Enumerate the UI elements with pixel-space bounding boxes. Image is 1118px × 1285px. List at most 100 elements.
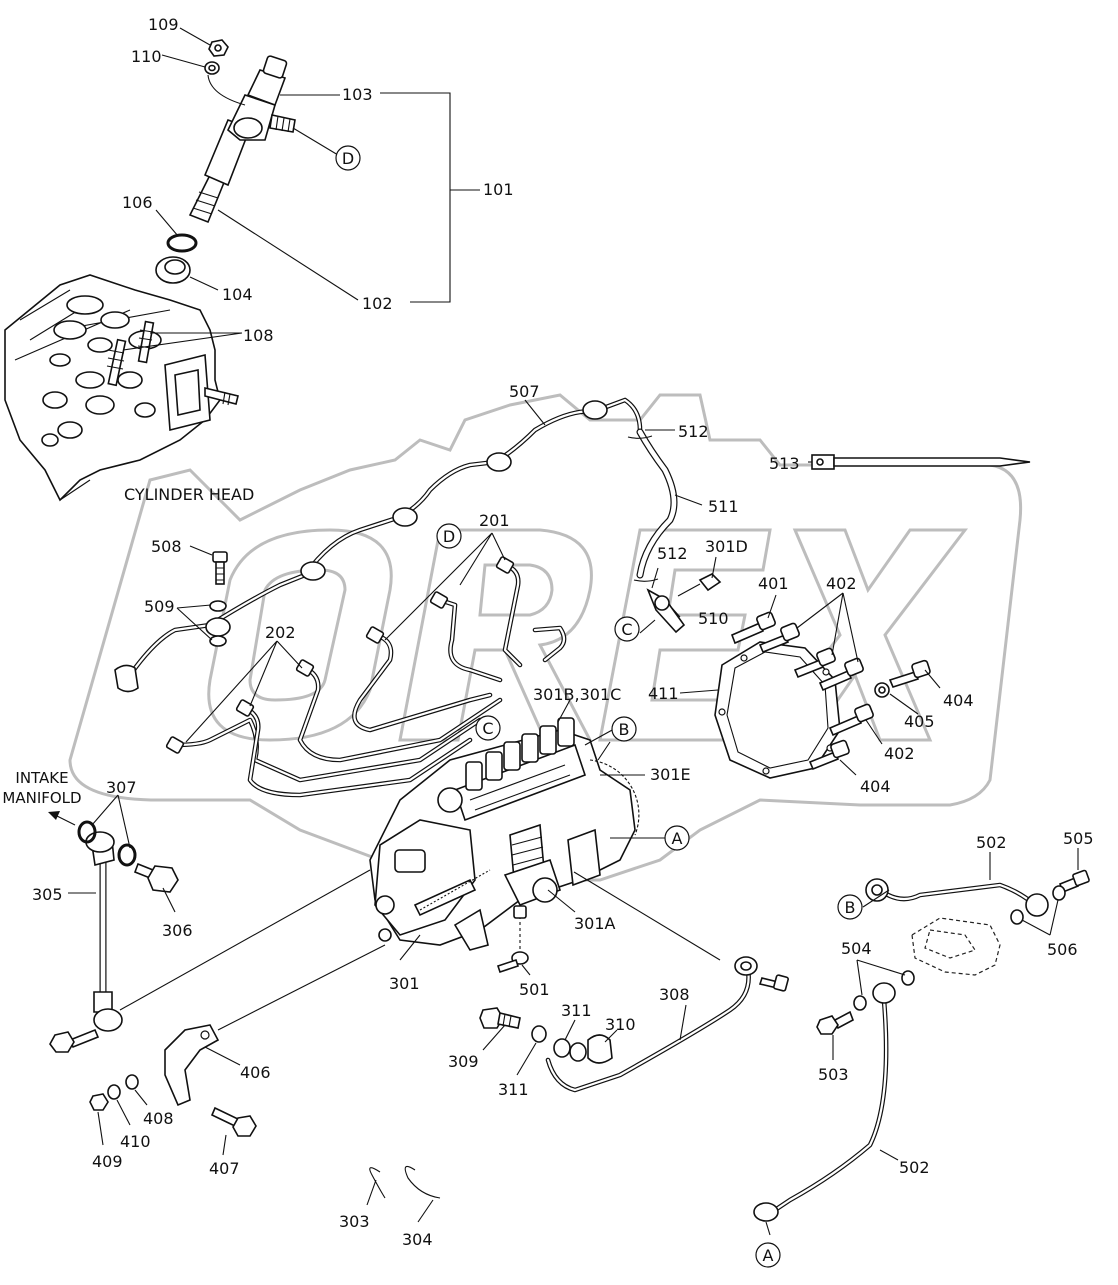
label-507: 507 bbox=[509, 382, 540, 401]
label-102: 102 bbox=[362, 294, 393, 313]
svg-text:D: D bbox=[342, 149, 354, 168]
label-511: 511 bbox=[708, 497, 739, 516]
clamp-512-b bbox=[633, 578, 659, 582]
callout-A-pump: A bbox=[664, 825, 690, 851]
svg-text:C: C bbox=[621, 620, 632, 639]
injection-pipes-202 bbox=[165, 659, 503, 798]
bolt-301D bbox=[677, 573, 722, 597]
injector-assembly bbox=[188, 55, 296, 224]
label-411: 411 bbox=[648, 684, 679, 703]
label-106: 106 bbox=[122, 193, 153, 212]
intake-manifold-label-line2: MANIFOLD bbox=[2, 789, 81, 807]
watermark bbox=[68, 393, 1023, 902]
label-311-lower: 311 bbox=[498, 1080, 529, 1099]
label-304: 304 bbox=[402, 1230, 433, 1249]
label-402-top: 402 bbox=[826, 574, 857, 593]
label-301B-301C: 301B,301C bbox=[533, 685, 621, 704]
svg-text:A: A bbox=[763, 1246, 774, 1265]
svg-text:B: B bbox=[845, 898, 856, 917]
callout-C-pump: C bbox=[475, 715, 501, 741]
label-513: 513 bbox=[769, 454, 800, 473]
bolts-404 bbox=[808, 659, 931, 771]
label-408: 408 bbox=[143, 1109, 174, 1128]
svg-text:C: C bbox=[482, 719, 493, 738]
delivery-valves-301B-301C bbox=[465, 717, 575, 791]
clip-304 bbox=[404, 1165, 441, 1199]
washers-506 bbox=[1010, 885, 1066, 925]
label-503: 503 bbox=[818, 1065, 849, 1084]
label-406: 406 bbox=[240, 1063, 271, 1082]
bolt-305-lower bbox=[49, 1028, 100, 1053]
bolt-407 bbox=[210, 1106, 257, 1137]
injection-pipes-201 bbox=[352, 556, 567, 733]
cylinder-head bbox=[4, 274, 239, 502]
intake-arrow bbox=[48, 811, 76, 826]
label-402-lower: 402 bbox=[884, 744, 915, 763]
clip-303 bbox=[369, 1167, 386, 1199]
washer-110 bbox=[204, 61, 220, 75]
label-404-lower: 404 bbox=[860, 777, 891, 796]
callout-B-oil-pipe: B bbox=[837, 894, 863, 920]
label-409: 409 bbox=[92, 1152, 123, 1171]
bolt-309 bbox=[479, 1007, 521, 1029]
leader-lines bbox=[68, 27, 1079, 1236]
label-110: 110 bbox=[131, 47, 162, 66]
label-306: 306 bbox=[162, 921, 193, 940]
washer-410 bbox=[107, 1084, 121, 1100]
bolt-503 bbox=[816, 1010, 854, 1035]
label-310: 310 bbox=[605, 1015, 636, 1034]
connector-510 bbox=[646, 588, 686, 634]
label-501: 501 bbox=[519, 980, 550, 999]
washer-405 bbox=[874, 682, 890, 698]
seal-104 bbox=[155, 256, 191, 284]
label-307: 307 bbox=[106, 778, 137, 797]
gasket-411 bbox=[714, 641, 841, 779]
callout-B-pump: B bbox=[611, 716, 637, 742]
callout-C-connector: C bbox=[614, 616, 640, 642]
label-301A: 301A bbox=[574, 914, 616, 933]
label-512-lower: 512 bbox=[657, 544, 688, 563]
label-201: 201 bbox=[479, 511, 510, 530]
clamp-512-a bbox=[627, 435, 653, 439]
bolt-308-end bbox=[758, 974, 789, 992]
label-301: 301 bbox=[389, 974, 420, 993]
watermark-letter-r bbox=[398, 528, 593, 742]
label-101: 101 bbox=[483, 180, 514, 199]
label-311-top: 311 bbox=[561, 1001, 592, 1020]
oil-pipe-502-upper bbox=[865, 878, 1049, 917]
bolt-401 bbox=[730, 611, 776, 645]
part-number-labels: 109 110 103 101 106 104 102 108 507 512 … bbox=[32, 15, 1094, 1249]
label-506: 506 bbox=[1047, 940, 1078, 959]
o-ring-106 bbox=[166, 233, 198, 253]
label-103: 103 bbox=[342, 85, 373, 104]
label-301E: 301E bbox=[650, 765, 691, 784]
label-505: 505 bbox=[1063, 829, 1094, 848]
bracket-406 bbox=[164, 1024, 220, 1107]
label-502-top: 502 bbox=[976, 833, 1007, 852]
svg-text:A: A bbox=[672, 829, 683, 848]
stud-108-a bbox=[106, 338, 127, 387]
label-301D: 301D bbox=[705, 537, 748, 556]
watermark-gear-outline bbox=[68, 393, 1023, 902]
label-410: 410 bbox=[120, 1132, 151, 1151]
label-405: 405 bbox=[904, 712, 935, 731]
label-502-lower: 502 bbox=[899, 1158, 930, 1177]
pipe-305 bbox=[85, 831, 123, 1032]
pipe-308 bbox=[545, 956, 758, 1093]
callout-D-top: D bbox=[335, 145, 361, 171]
label-404-right: 404 bbox=[943, 691, 974, 710]
washer-311-a bbox=[531, 1025, 547, 1043]
label-305: 305 bbox=[32, 885, 63, 904]
o-rings-307 bbox=[77, 820, 137, 867]
cap-310 bbox=[587, 1034, 613, 1064]
label-510: 510 bbox=[698, 609, 729, 628]
bolts-402 bbox=[758, 622, 874, 737]
leak-off-pipe-507 bbox=[114, 397, 643, 693]
injection-pump-301 bbox=[369, 729, 640, 951]
label-104: 104 bbox=[222, 285, 253, 304]
svg-text:B: B bbox=[619, 720, 630, 739]
label-303: 303 bbox=[339, 1212, 370, 1231]
label-509: 509 bbox=[144, 597, 175, 616]
label-401: 401 bbox=[758, 574, 789, 593]
